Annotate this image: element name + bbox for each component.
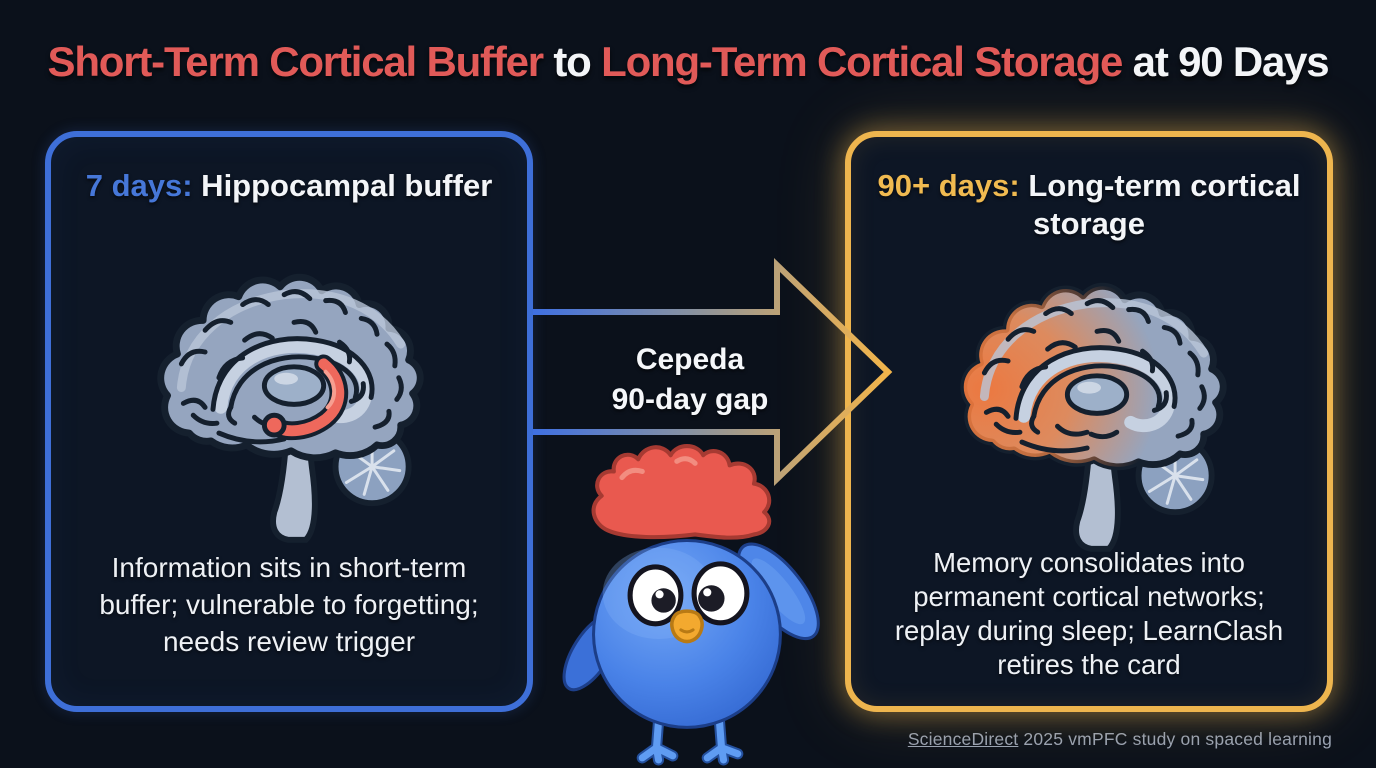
long-term-heading: 90+ days: Long-term cortical storage (877, 167, 1301, 244)
mascot-eyes (627, 561, 750, 627)
title-connector: to (542, 38, 602, 85)
brain-frontal-cortex-highlight-icon (931, 256, 1267, 553)
short-term-duration: 7 days: (85, 168, 193, 203)
brain-hippocampus-highlight-icon (128, 247, 464, 544)
transition-arrow: Cepeda 90-day gap (500, 253, 900, 493)
page-title: Short-Term Cortical Buffer to Long-Term … (0, 38, 1376, 86)
sciencedirect-link[interactable]: ScienceDirect (907, 729, 1019, 749)
short-term-heading: 7 days: Hippocampal buffer (77, 167, 501, 205)
arrow-label: Cepeda 90-day gap (570, 325, 810, 435)
attribution-text: 2025 vmPFC study on spaced learning (1018, 729, 1332, 749)
short-term-panel: 7 days: Hippocampal buffer Information s… (45, 131, 533, 712)
mascot-feet (636, 715, 744, 766)
short-term-heading-text: Hippocampal buffer (192, 168, 493, 203)
long-term-description: Memory consolidates into permanent corti… (894, 547, 1284, 680)
bird-mascot (562, 444, 820, 766)
long-term-duration: 90+ days: (877, 168, 1020, 203)
title-suffix: at 90 Days (1122, 38, 1330, 85)
mascot-beak (670, 609, 704, 644)
long-term-panel: 90+ days: Long-term cortical storage Mem… (845, 131, 1333, 712)
short-term-description: Information sits in short-term buffer; v… (99, 552, 479, 657)
long-term-heading-text: Long-term cortical storage (1019, 168, 1301, 242)
right-arrow-icon (533, 257, 893, 487)
arrow-label-line1: Cepeda (635, 343, 745, 377)
title-long-term: Long-Term Cortical Storage (601, 38, 1123, 85)
source-attribution: ScienceDirect 2025 vmPFC study on spaced… (908, 729, 1332, 750)
arrow-label-line2: 90-day gap (611, 383, 769, 416)
title-short-term: Short-Term Cortical Buffer (47, 38, 545, 85)
